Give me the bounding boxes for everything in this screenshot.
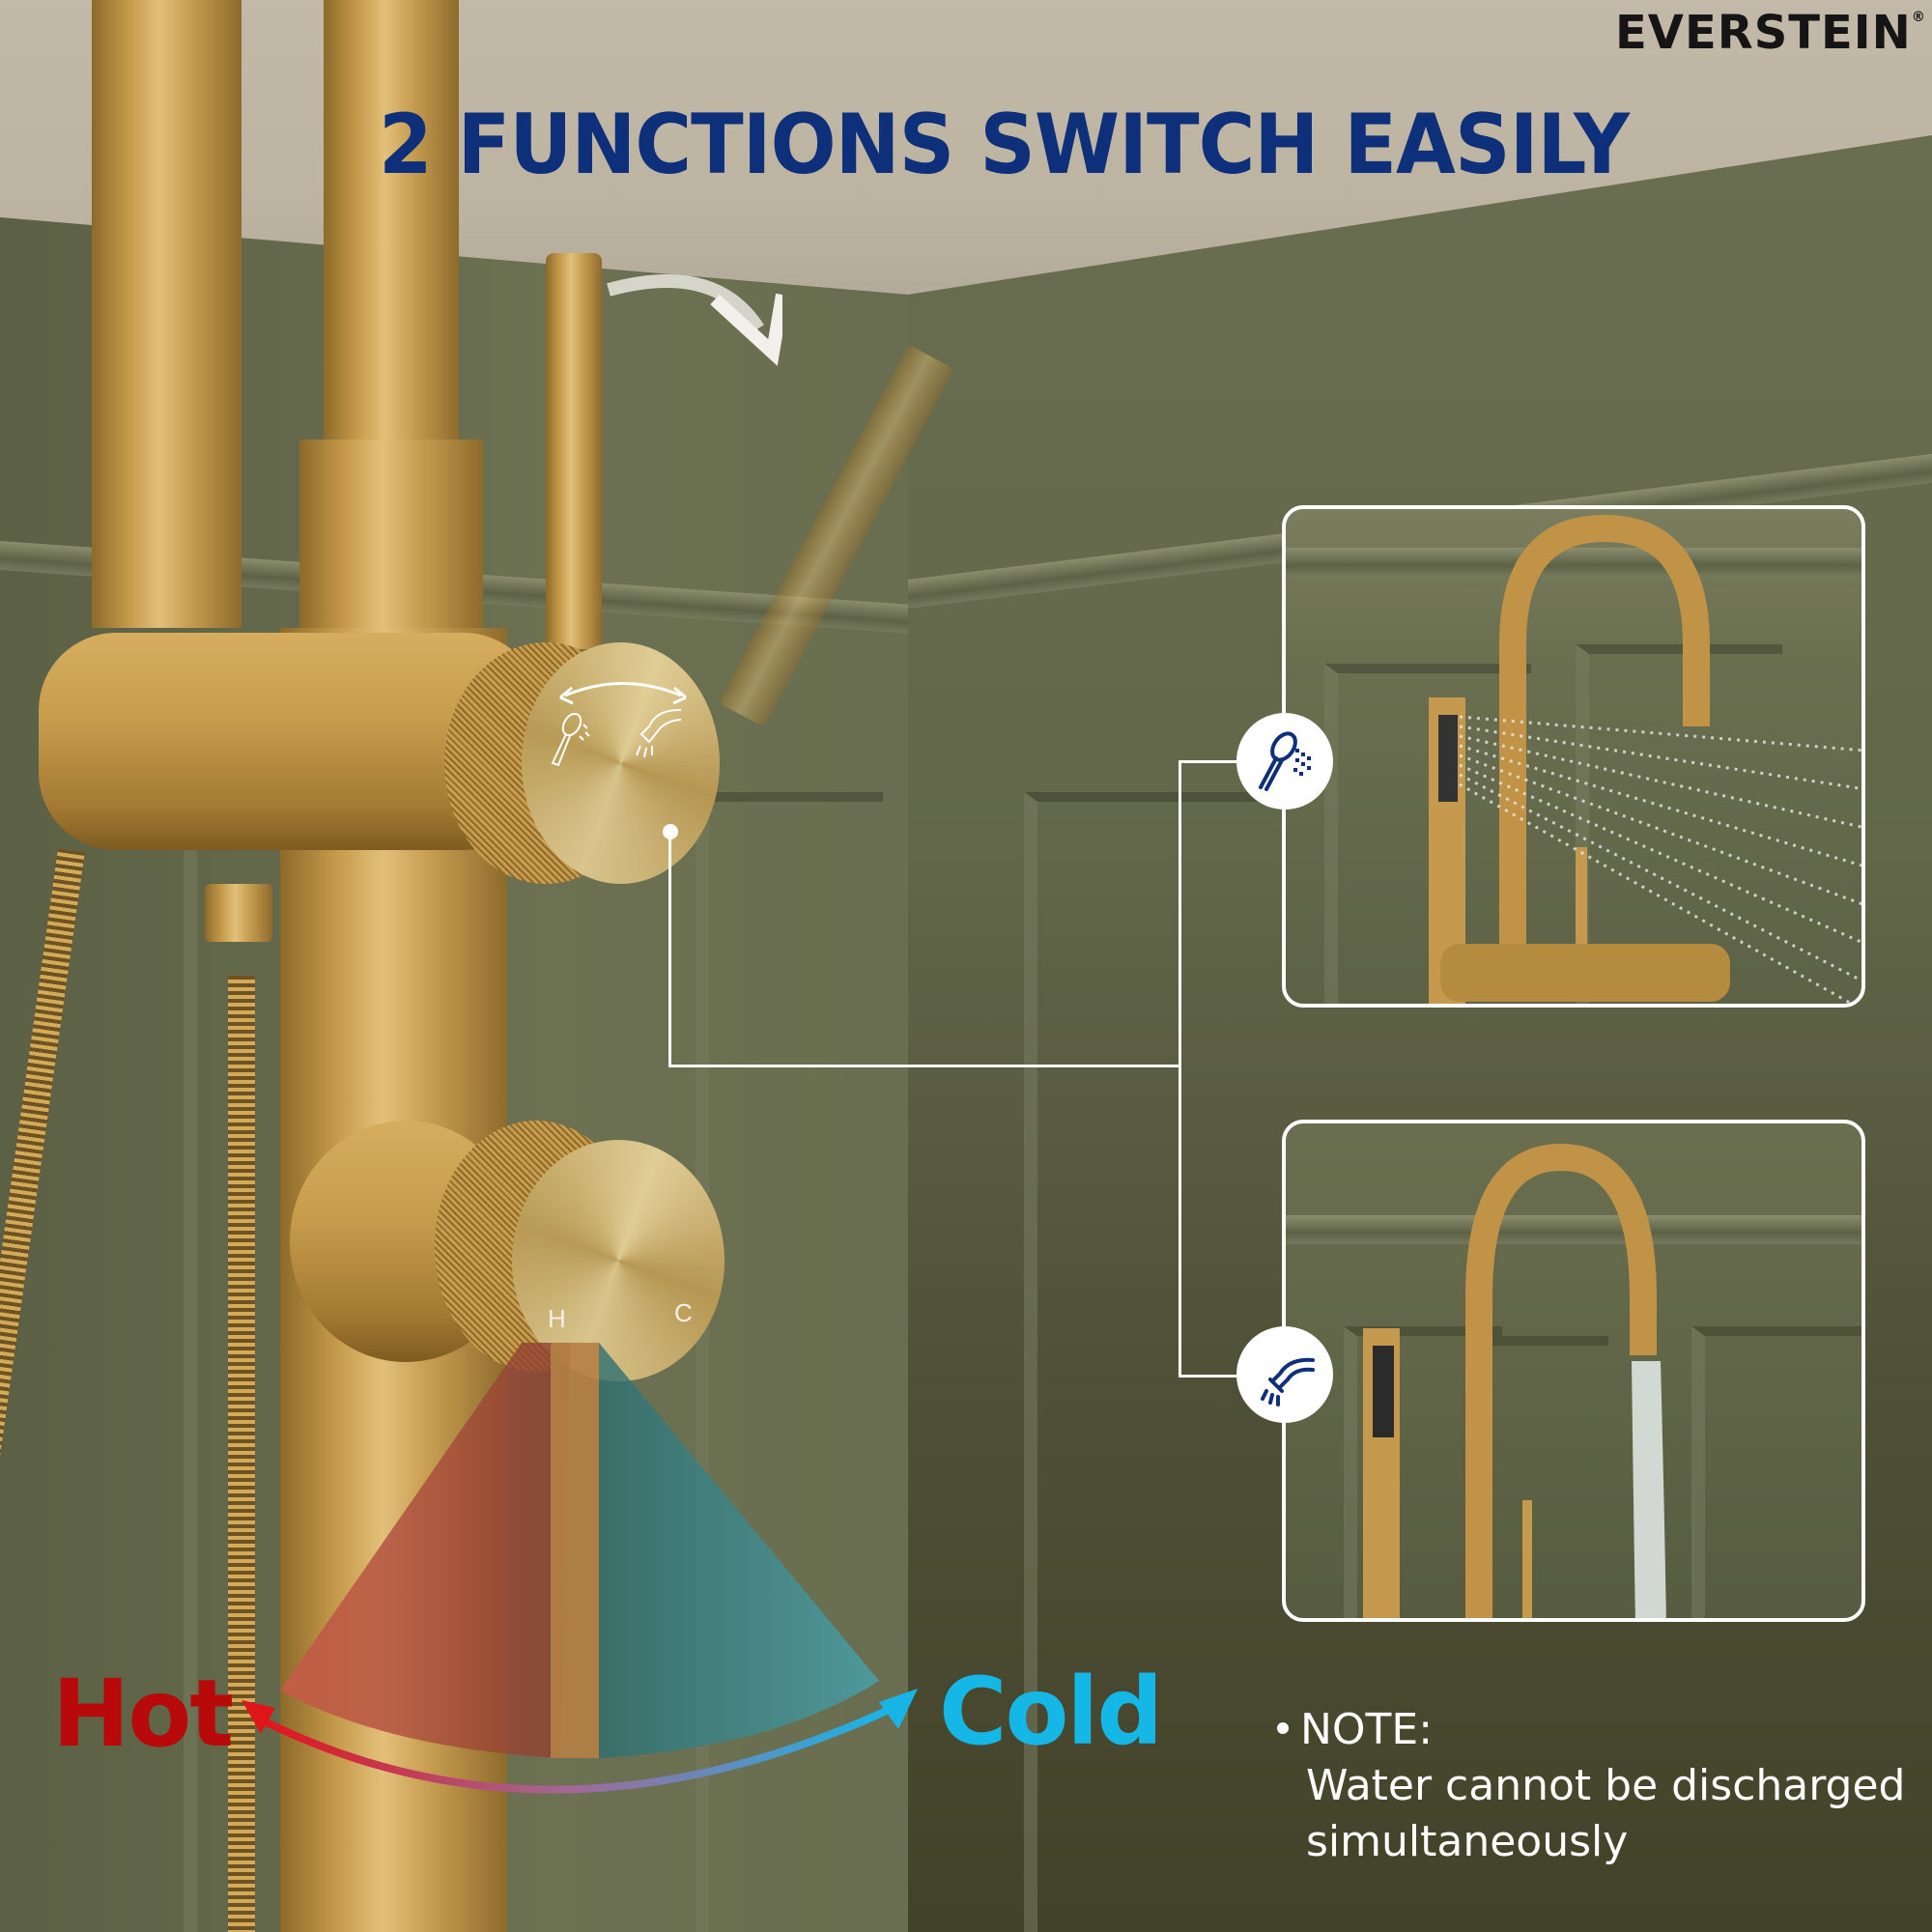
temperature-range-fan	[280, 1343, 879, 1758]
note-line-2: simultaneously	[1306, 1817, 1629, 1866]
hose-connector	[205, 884, 272, 942]
brand-logo: EVERSTEIN®	[1615, 6, 1926, 60]
callout-line	[668, 838, 671, 1066]
diverter-knob-markings	[551, 682, 687, 767]
callout-line	[1179, 760, 1181, 1377]
faucet-spray-illustration	[1429, 514, 1861, 1004]
mode-inset-hand-shower	[1282, 505, 1865, 1008]
hot-range	[280, 1343, 570, 1758]
bullet-icon	[1277, 1722, 1289, 1734]
wall-right	[908, 135, 1932, 1932]
hot-label: Hot	[52, 1660, 234, 1768]
cold-range	[599, 1343, 879, 1758]
mixer-lever	[551, 1343, 599, 1758]
inset-panel	[1691, 1326, 1861, 1618]
inset-panel	[1344, 1326, 1502, 1618]
callout-line	[1179, 1375, 1236, 1378]
note-block: NOTE: Water cannot be discharged simulta…	[1277, 1702, 1906, 1870]
callout-line	[668, 1065, 1180, 1067]
tub-spout-icon	[636, 708, 682, 758]
inset-molding	[1286, 1215, 1861, 1244]
hot-letter: H	[548, 1304, 566, 1333]
page-title: 2 FUNCTIONS SWITCH EASILY	[379, 97, 1630, 193]
mixing-knob[interactable]	[512, 1140, 724, 1381]
callout-line	[1179, 760, 1236, 763]
cold-label: Cold	[939, 1658, 1163, 1766]
diverter-lever[interactable]	[546, 253, 602, 649]
note-line-1: Water cannot be discharged	[1306, 1761, 1906, 1810]
mode-badge-tub-filler	[1236, 1326, 1333, 1423]
rotate-arrow-icon	[607, 274, 782, 366]
mode-inset-tub-filler	[1282, 1120, 1865, 1622]
hand-shower-icon	[1259, 731, 1311, 791]
note-title: NOTE:	[1300, 1705, 1434, 1754]
tub-spout-icon	[1261, 1357, 1315, 1406]
riser-collar	[299, 440, 483, 662]
faucet-stream-illustration	[1363, 1143, 1666, 1618]
shower-hose	[228, 976, 255, 1932]
cold-letter: C	[674, 1298, 693, 1327]
registered-mark: ®	[1911, 10, 1926, 25]
hand-shower-icon	[551, 712, 590, 767]
wall-panel	[1024, 792, 1279, 1932]
handshower-pipe	[92, 0, 242, 628]
hot-cold-arrow-icon	[242, 1689, 918, 1794]
riser-pipe	[324, 0, 459, 454]
callout-dot	[663, 824, 678, 839]
inset-molding	[1286, 548, 1861, 577]
brand-logo-text: EVERSTEIN	[1615, 6, 1912, 60]
mode-badge-hand-shower	[1236, 713, 1333, 810]
